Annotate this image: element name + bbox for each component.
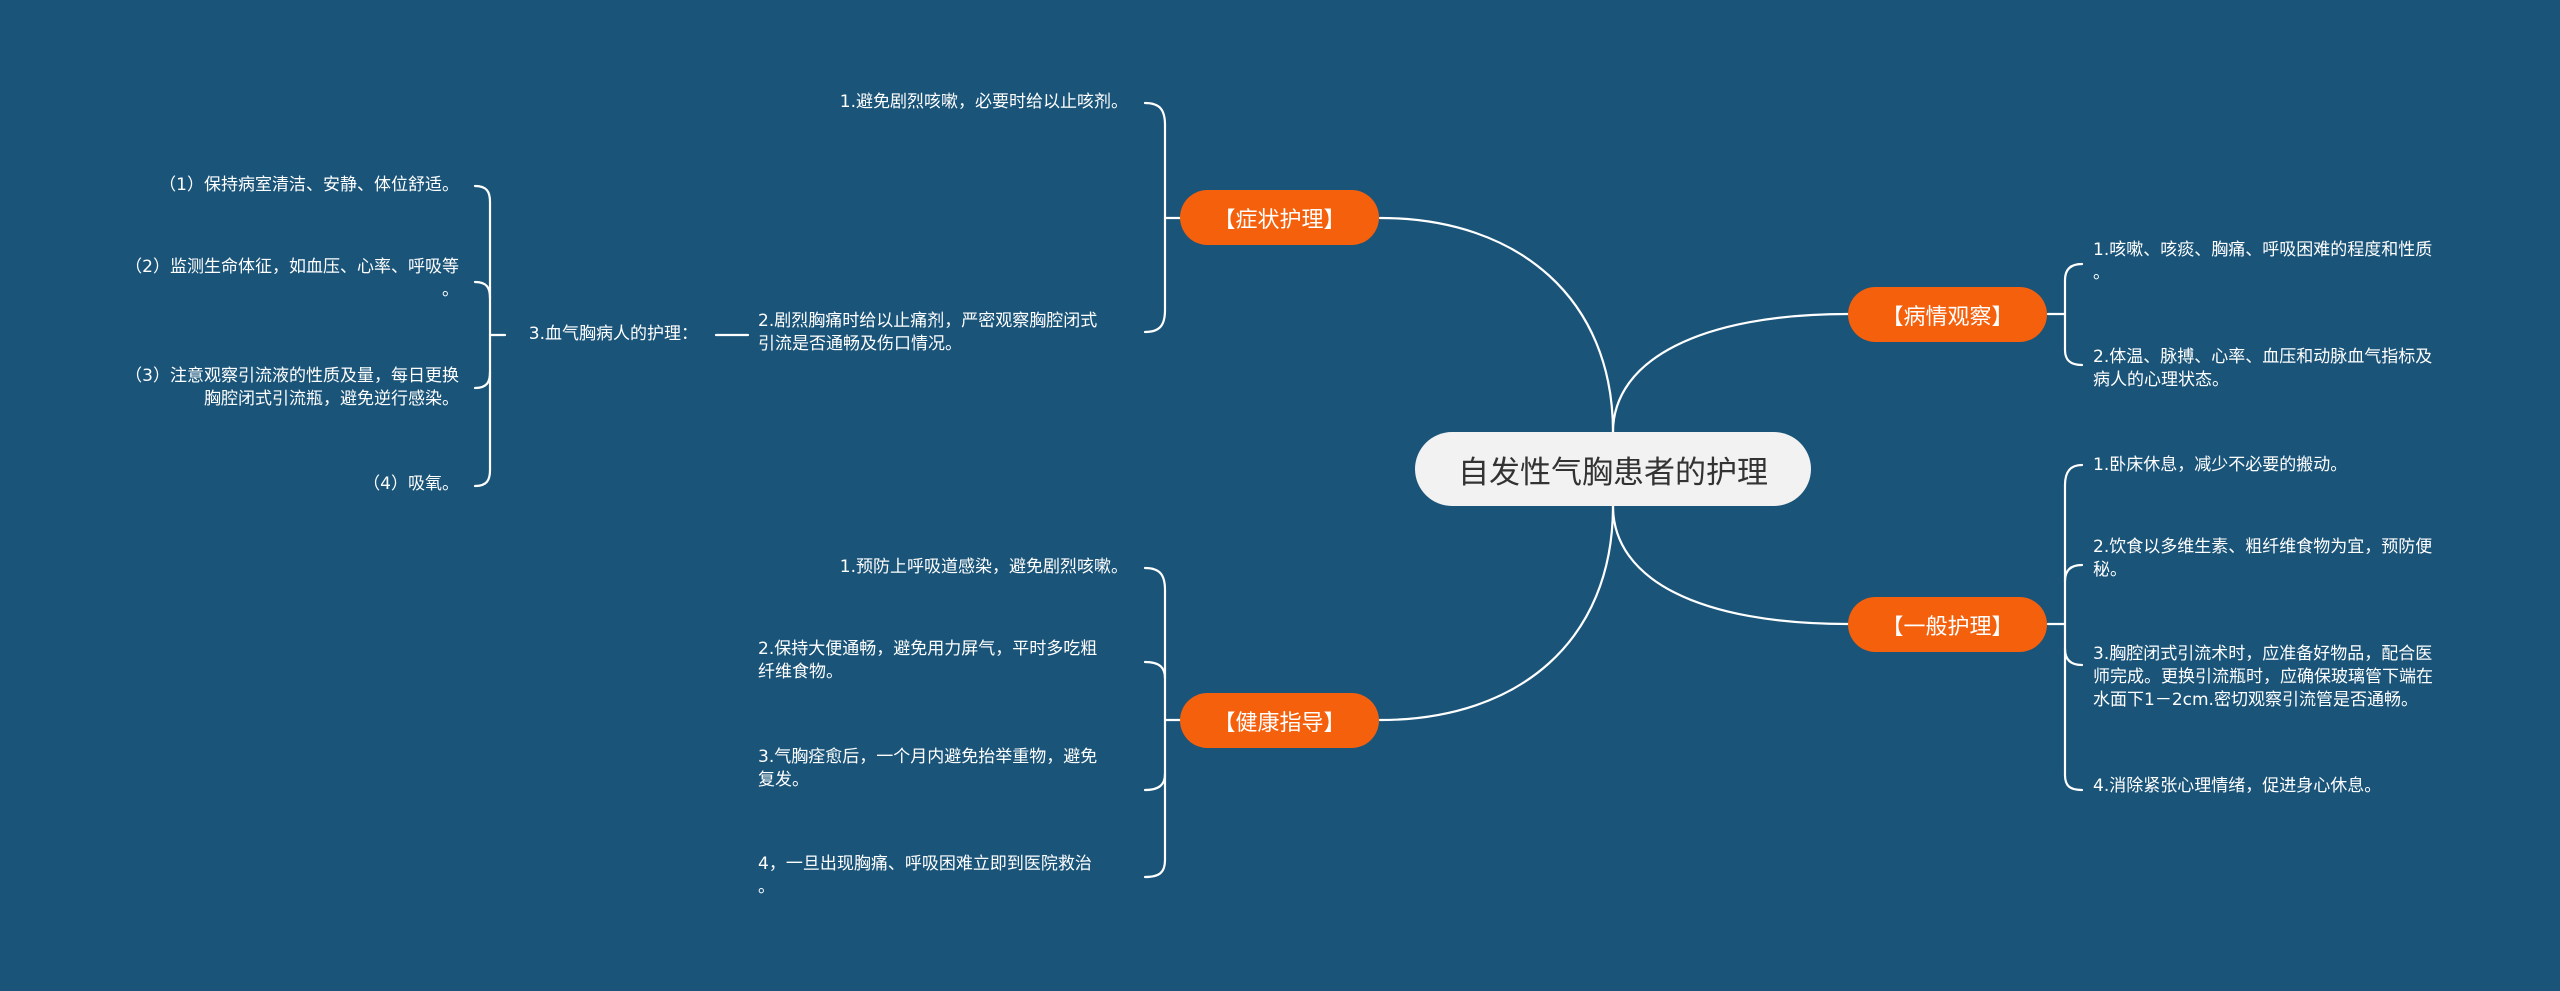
- link-root-observe: [1611, 312, 1850, 434]
- symptom-item-1[interactable]: 1.避免剧烈咳嗽，必要时给以止咳剂。: [839, 92, 1128, 112]
- branch-symptom-care[interactable]: 【症状护理】: [1180, 190, 1379, 245]
- symptom-subitem-1[interactable]: （1）保持病室清洁、安静、体位舒适。: [159, 175, 459, 195]
- tick-health-2: [1143, 660, 1167, 680]
- bracket-observe: [2046, 262, 2084, 367]
- symptom-subitem-4[interactable]: （4）吸氧。: [363, 474, 459, 494]
- link-root-health: [1378, 504, 1615, 722]
- general-item-3[interactable]: 3.胸腔闭式引流术时，应准备好物品，配合医 师完成。更换引流瓶时，应确保玻璃管下…: [2093, 644, 2433, 710]
- tick-sub-3: [473, 370, 492, 390]
- bracket-general: [2046, 463, 2084, 792]
- bracket-symptom: [1143, 101, 1182, 334]
- root-topic[interactable]: 自发性气胸患者的护理: [1415, 432, 1811, 506]
- tick-general-2: [2063, 563, 2084, 583]
- tick-health-3: [1143, 772, 1167, 792]
- tick-sub-2: [473, 280, 492, 300]
- symptom-subitem-3[interactable]: （3）注意观察引流液的性质及量，每日更换 胸腔闭式引流瓶，避免逆行感染。: [125, 366, 459, 409]
- tick-general-3: [2063, 647, 2084, 667]
- health-item-3[interactable]: 3.气胸痊愈后，一个月内避免抬举重物，避免 复发。: [758, 747, 1098, 790]
- health-item-2[interactable]: 2.保持大便通畅，避免用力屏气，平时多吃粗 纤维食物。: [758, 639, 1098, 682]
- health-item-1[interactable]: 1.预防上呼吸道感染，避免剧烈咳嗽。: [839, 557, 1128, 577]
- health-item-4[interactable]: 4，一旦出现胸痛、呼吸困难立即到医院救治 。: [758, 854, 1092, 897]
- observe-item-2[interactable]: 2.体温、脉搏、心率、血压和动脉血气指标及 病人的心理状态。: [2093, 347, 2433, 390]
- symptom-item-2[interactable]: 2.剧烈胸痛时给以止痛剂，严密观察胸腔闭式 引流是否通畅及伤口情况。: [758, 311, 1098, 354]
- link-root-general: [1611, 504, 1850, 626]
- general-item-4[interactable]: 4.消除紧张心理情绪，促进身心休息。: [2093, 776, 2382, 796]
- branch-general-care[interactable]: 【一般护理】: [1848, 597, 2047, 652]
- bracket-health: [1143, 566, 1182, 879]
- general-item-1[interactable]: 1.卧床休息，减少不必要的搬动。: [2093, 455, 2348, 475]
- symptom-subitem-2[interactable]: （2）监测生命体征，如血压、心率、呼吸等 。: [125, 257, 459, 300]
- link-root-symptom: [1378, 216, 1615, 434]
- branch-health-guidance[interactable]: 【健康指导】: [1180, 693, 1379, 748]
- bracket-sub: [473, 184, 507, 488]
- observe-item-1[interactable]: 1.咳嗽、咳痰、胸痛、呼吸困难的程度和性质 。: [2093, 240, 2433, 283]
- branch-condition-observation[interactable]: 【病情观察】: [1848, 287, 2047, 342]
- symptom-item-3[interactable]: 3.血气胸病人的护理：: [528, 324, 698, 344]
- general-item-2[interactable]: 2.饮食以多维生素、粗纤维食物为宜，预防便 秘。: [2093, 537, 2433, 580]
